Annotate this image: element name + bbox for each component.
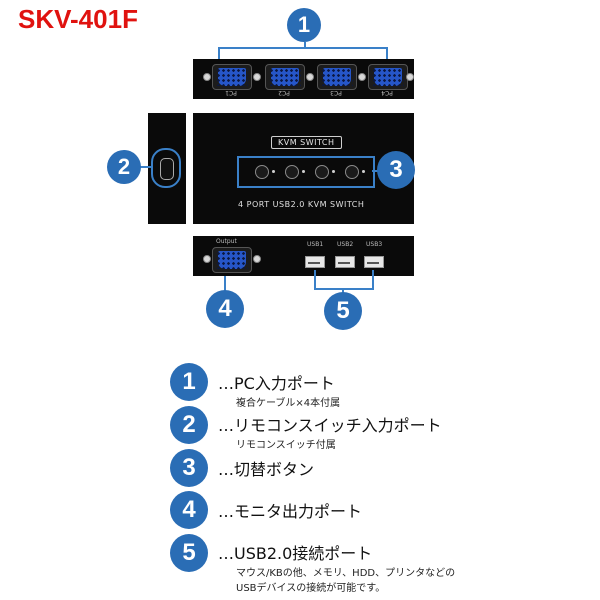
legend-2-title: …リモコンスイッチ入力ポート <box>218 416 442 435</box>
callout-5-tick-2 <box>372 270 374 289</box>
callout-1-tick-2 <box>386 47 388 61</box>
switch-button-1 <box>255 165 269 179</box>
usb1-label: USB1 <box>307 241 324 248</box>
model-title: SKV-401F <box>18 4 138 34</box>
callout-1-bracket <box>218 47 388 49</box>
callout-2-leader <box>138 166 152 168</box>
legend-3-title: …切替ボタン <box>218 460 315 479</box>
pc2-vga-port <box>265 64 305 90</box>
legend-1-sub: 複合ケーブル×4本付属 <box>236 398 341 409</box>
back-panel: PC1 PC2 PC3 PC4 <box>193 59 414 99</box>
usb-port-3 <box>364 256 384 268</box>
pc1-vga-port <box>212 64 252 90</box>
callout-3-box <box>237 156 375 188</box>
led-icon <box>272 170 275 173</box>
callout-3-leader <box>372 170 378 172</box>
callout-1-tick-1 <box>218 47 220 61</box>
pc1-label: PC1 <box>225 89 237 96</box>
usb-port-1 <box>305 256 325 268</box>
monitor-vga-port <box>212 247 252 273</box>
legend-2-badge: 2 <box>170 406 208 444</box>
screw-icon <box>406 73 414 81</box>
callout-1-badge: 1 <box>287 8 321 42</box>
callout-1-leader <box>304 42 306 48</box>
pc4-label: PC4 <box>381 89 393 96</box>
callout-4-leader <box>224 276 226 292</box>
screw-icon <box>306 73 314 81</box>
screw-icon <box>253 255 261 263</box>
callout-5-leader <box>342 288 344 294</box>
legend-5-badge: 5 <box>170 534 208 572</box>
pc4-vga-port <box>368 64 408 90</box>
callout-2-badge: 2 <box>107 150 141 184</box>
screw-icon <box>358 73 366 81</box>
usb3-label: USB3 <box>366 241 383 248</box>
led-icon <box>302 170 305 173</box>
legend-2-sub: リモコンスイッチ付属 <box>236 440 336 451</box>
callout-5-badge: 5 <box>324 292 362 330</box>
callout-3-badge: 3 <box>377 151 415 189</box>
pc2-label: PC2 <box>278 89 290 96</box>
usb-port-2 <box>335 256 355 268</box>
switch-button-4 <box>345 165 359 179</box>
screw-icon <box>203 255 211 263</box>
callout-5-bracket <box>314 288 374 290</box>
switch-button-3 <box>315 165 329 179</box>
screw-icon <box>253 73 261 81</box>
legend-1-badge: 1 <box>170 363 208 401</box>
legend-4-badge: 4 <box>170 491 208 529</box>
front-caption: 4 PORT USB2.0 KVM SWITCH <box>238 200 365 209</box>
pc3-label: PC3 <box>330 89 342 96</box>
usb2-label: USB2 <box>337 241 354 248</box>
switch-button-2 <box>285 165 299 179</box>
screw-icon <box>203 73 211 81</box>
pc3-vga-port <box>317 64 357 90</box>
legend-5-title: …USB2.0接続ポート <box>218 544 373 563</box>
callout-4-badge: 4 <box>206 290 244 328</box>
callout-5-tick-1 <box>314 270 316 289</box>
led-icon <box>332 170 335 173</box>
callout-2-ring <box>151 148 181 188</box>
output-label: Output <box>216 238 237 245</box>
kvm-switch-logo: KVM SWITCH <box>271 136 342 149</box>
legend-4-title: …モニタ出力ポート <box>218 502 363 521</box>
legend-3-badge: 3 <box>170 449 208 487</box>
legend-5-sub2: USBデバイスの接続が可能です。 <box>236 583 386 594</box>
legend-5-sub: マウス/KBの他、メモリ、HDD、プリンタなどの <box>236 568 456 579</box>
legend-1-title: …PC入力ポート <box>218 374 335 393</box>
led-icon <box>362 170 365 173</box>
bottom-panel: Output USB1 USB2 USB3 <box>193 236 414 276</box>
